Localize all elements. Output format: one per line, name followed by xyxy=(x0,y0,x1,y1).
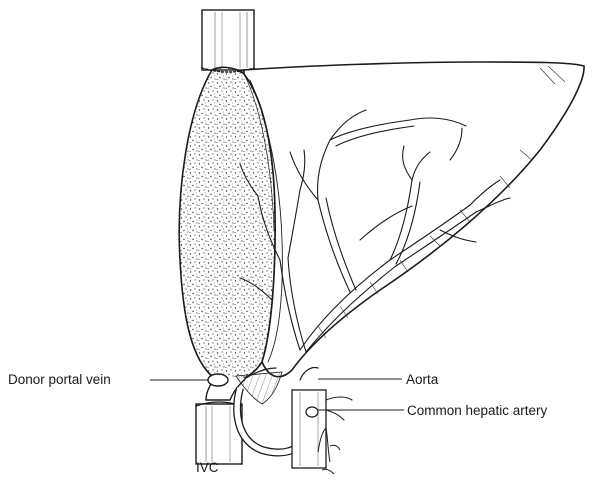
liver-right-lobe xyxy=(179,67,275,381)
common-hepatic-artery-label: Common hepatic artery xyxy=(407,403,548,418)
ivc-label: IVC xyxy=(196,460,219,475)
aorta-label: Aorta xyxy=(406,372,439,387)
donor-portal-vein-label: Donor portal vein xyxy=(8,372,111,387)
ivc-upper-segment xyxy=(202,10,254,72)
